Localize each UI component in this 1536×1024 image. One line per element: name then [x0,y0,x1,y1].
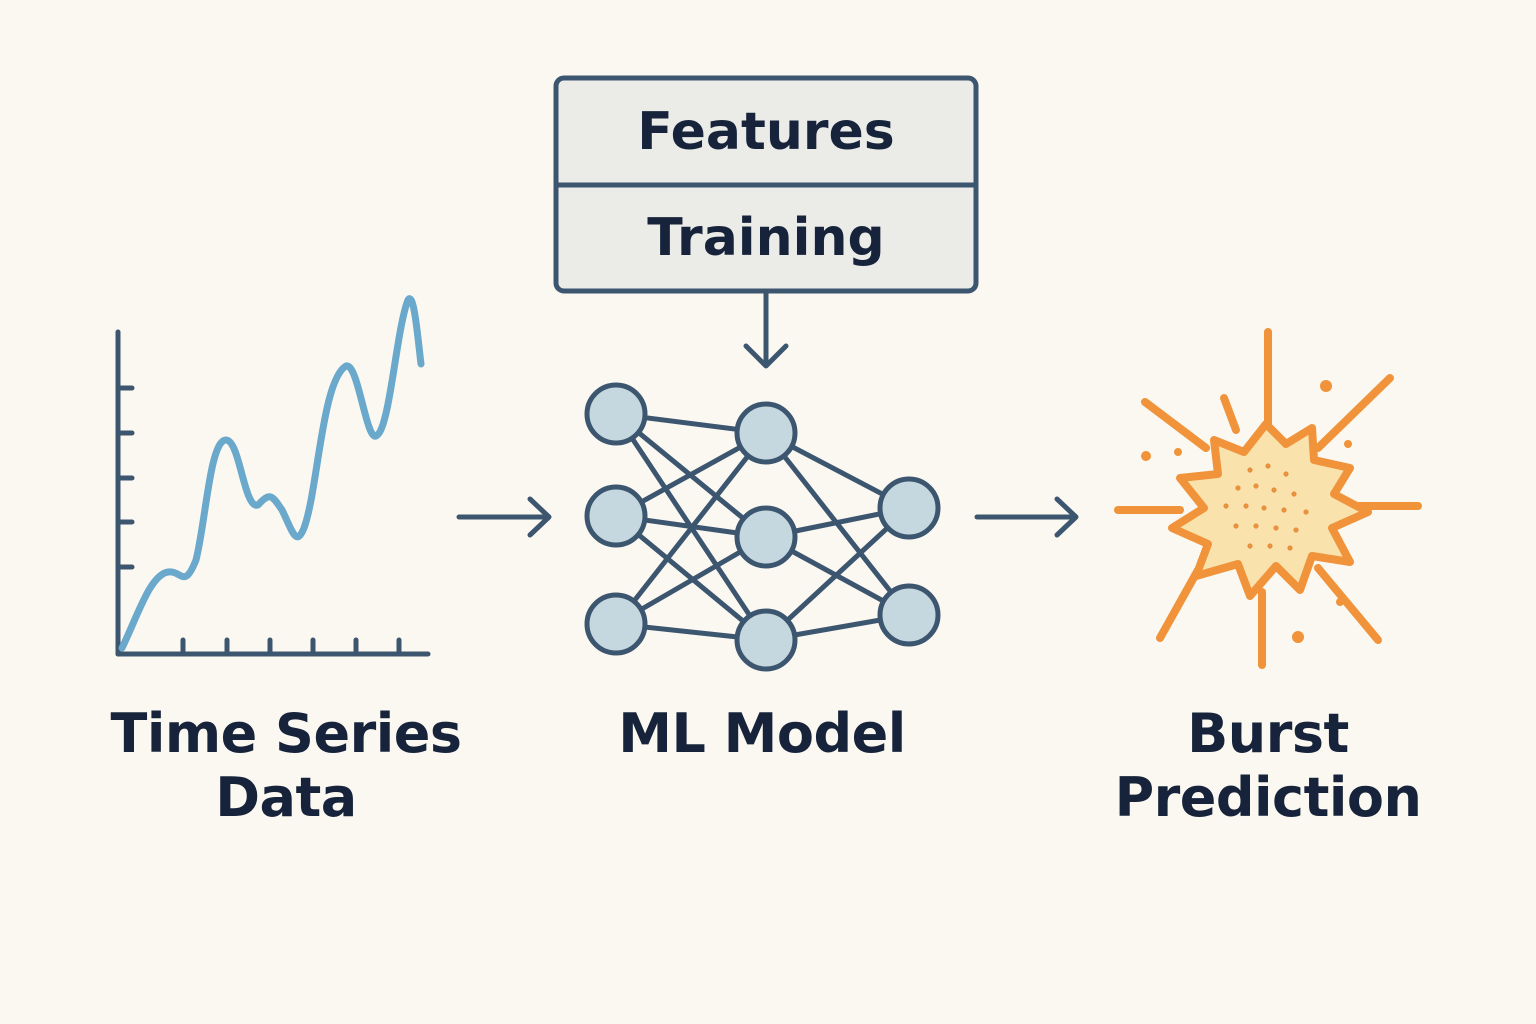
line-chart-icon [115,295,431,657]
input-label: Time Series Data [86,702,486,830]
nn-node-hidden-3 [734,608,798,672]
arrow-model-to-output [974,496,1079,538]
input-label-line1: Time Series [110,702,462,765]
nn-node-input-3 [584,592,648,656]
training-label: Training [647,208,885,268]
neural-network-icon [584,382,941,672]
model-label: ML Model [618,702,906,765]
burst-icon [1114,328,1422,669]
nn-node-hidden-1 [734,401,798,465]
process-box [553,75,979,294]
features-label: Features [637,102,895,162]
nn-node-output-1 [877,476,941,540]
time-series-line [118,295,425,652]
arrow-box-to-model [743,290,789,369]
nn-node-output-2 [877,583,941,647]
arrow-input-to-model [456,496,552,538]
nn-node-input-1 [584,382,648,446]
burst-core [1168,420,1372,600]
burst-satellite-dots [1141,380,1352,643]
nn-node-hidden-2 [734,505,798,569]
output-label: Burst Prediction [1068,702,1468,830]
burst-dots [1223,463,1309,551]
input-label-line2: Data [215,766,357,829]
nn-node-input-2 [584,484,648,548]
output-label-line2: Prediction [1114,766,1422,829]
output-label-line1: Burst [1187,702,1349,765]
